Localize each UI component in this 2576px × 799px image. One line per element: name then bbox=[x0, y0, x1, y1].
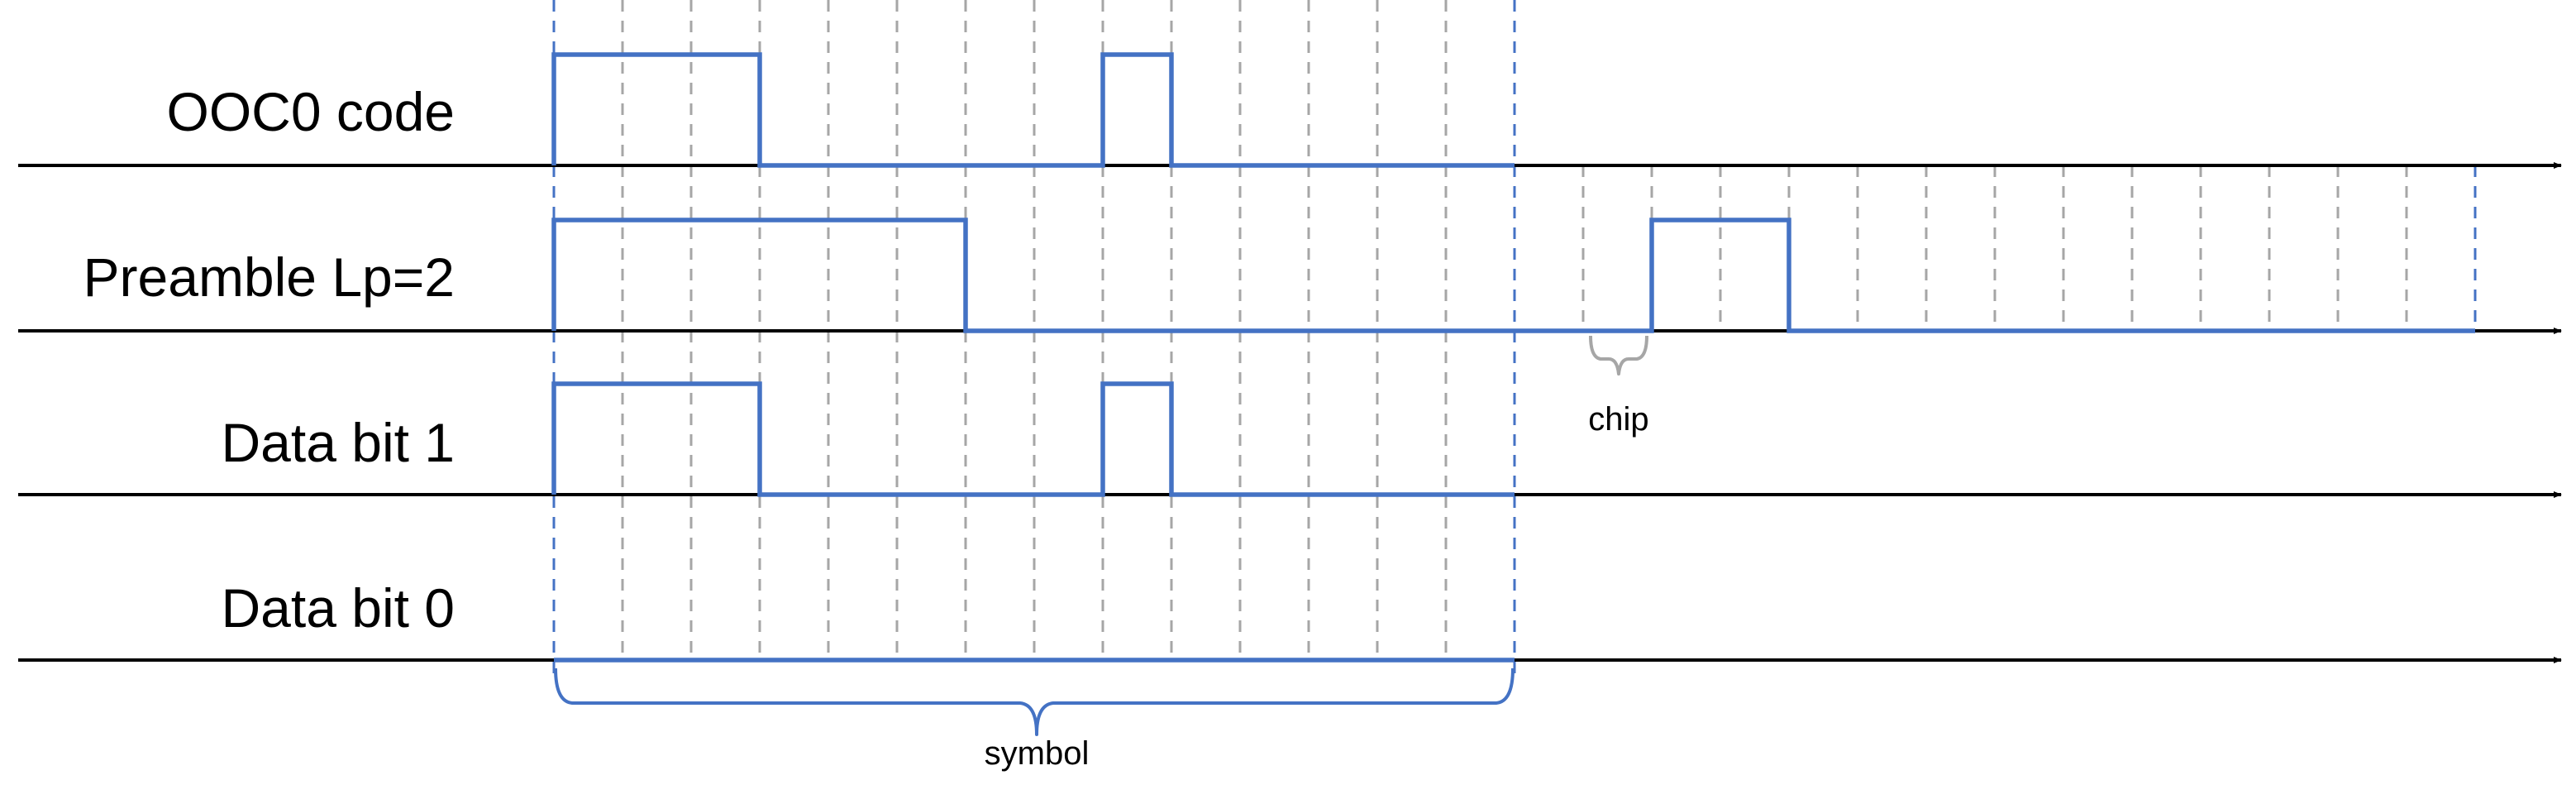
waveforms bbox=[551, 52, 2475, 663]
row-label-data-bit-0: Data bit 0 bbox=[222, 577, 456, 639]
chip-grid bbox=[552, 0, 2477, 678]
row-label-data-bit-1: Data bit 1 bbox=[222, 412, 456, 473]
row-label-preamble: Preamble Lp=2 bbox=[83, 246, 455, 308]
chip-label: chip bbox=[1588, 401, 1648, 438]
waveform-row-3 bbox=[551, 381, 1515, 497]
row-label-ooc0-code: OOC0 code bbox=[167, 81, 456, 142]
symbol-label: symbol bbox=[985, 735, 1090, 772]
waveform-row-1 bbox=[551, 52, 1515, 168]
chip-brace bbox=[1589, 335, 1648, 376]
symbol-brace bbox=[554, 667, 1515, 736]
waveform-row-2 bbox=[551, 218, 2475, 333]
